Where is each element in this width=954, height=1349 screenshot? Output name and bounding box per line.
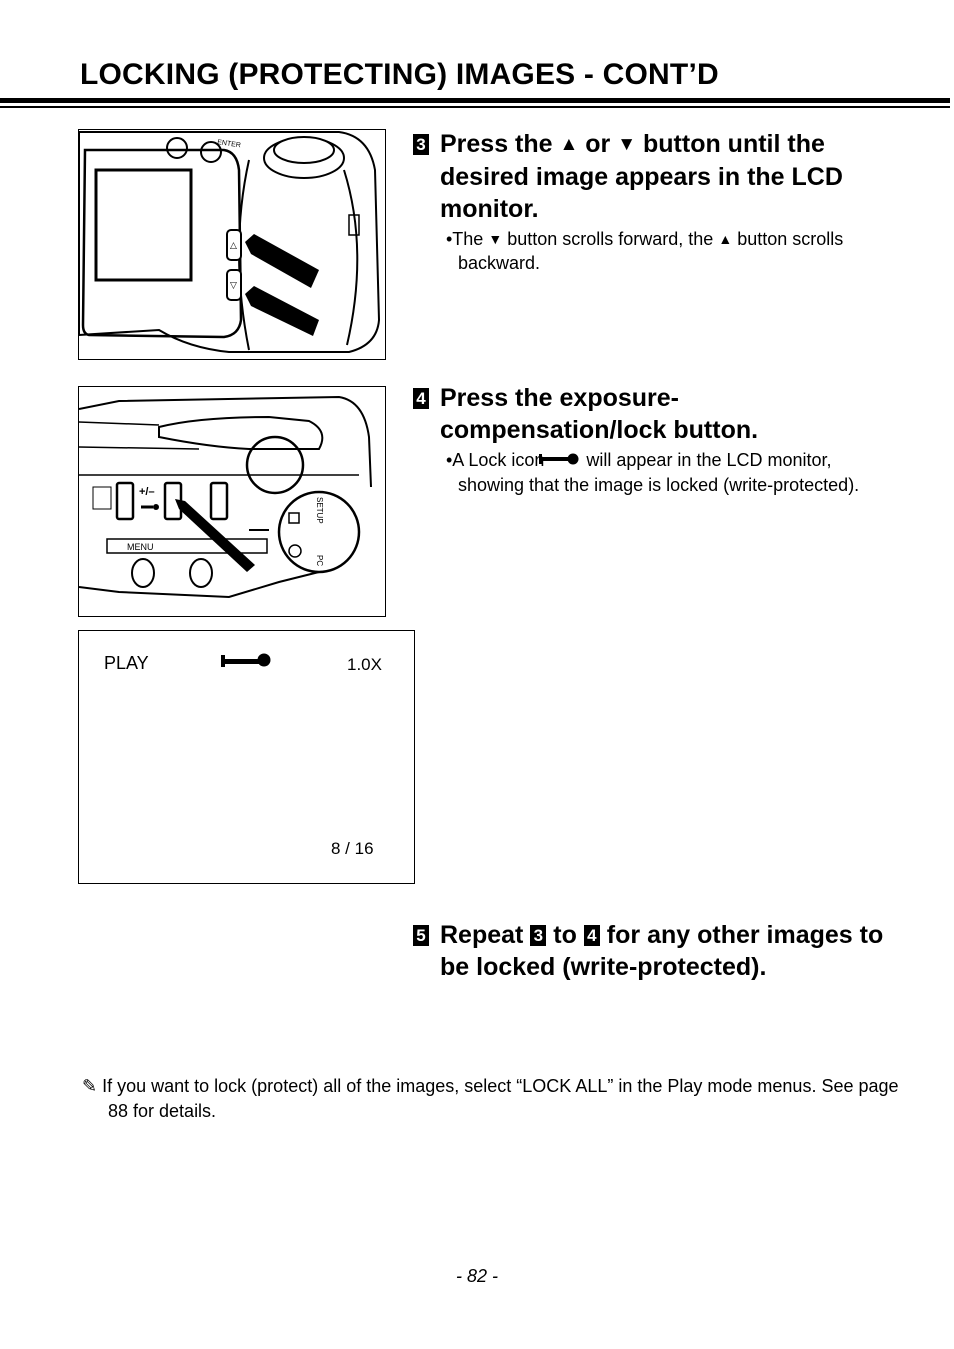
camera-top-illustration: +/– SETUP PC MENU bbox=[78, 386, 386, 617]
step-3-heading-or: or bbox=[585, 130, 611, 158]
lock-icon bbox=[539, 449, 581, 473]
setup-label: SETUP bbox=[315, 497, 324, 524]
step-number-badge: 3 bbox=[413, 134, 429, 155]
up-triangle-icon: ▲ bbox=[718, 231, 733, 247]
down-triangle-icon: ▼ bbox=[617, 134, 637, 155]
page-title: LOCKING (PROTECTING) IMAGES - CONT’D bbox=[80, 58, 719, 91]
step-4-bullet: •A Lock icon will appear in the LCD moni… bbox=[413, 448, 893, 497]
step-3-bullet-text-1: •The bbox=[446, 229, 484, 249]
step-5-heading-repeat: Repeat bbox=[440, 921, 524, 949]
step-number-badge: 5 bbox=[413, 925, 429, 946]
enter-label: ENTER bbox=[217, 139, 241, 149]
lock-button-arrow bbox=[175, 499, 255, 572]
step-5: 5 Repeat 3 to 4 for any other images to … bbox=[413, 919, 893, 983]
step-5-heading: 5 Repeat 3 to 4 for any other images to … bbox=[413, 919, 893, 983]
camera-back-drawing: ENTER △ ▽ bbox=[79, 131, 381, 353]
step-4-bullet-text-2: will appear in the LCD monitor, showing … bbox=[458, 450, 860, 496]
camera-top-drawing: +/– SETUP PC MENU bbox=[79, 395, 372, 599]
title-rule-thin bbox=[0, 106, 950, 108]
arrow-down-indicator bbox=[245, 286, 319, 336]
step-3-bullet-text-3: button scrolls backward. bbox=[458, 229, 844, 273]
step-5-heading-to: to bbox=[553, 921, 577, 949]
page-number: - 82 - bbox=[455, 1266, 498, 1286]
step-number-badge: 4 bbox=[413, 388, 429, 409]
lcd-frame-count: 8 / 16 bbox=[331, 839, 374, 858]
title-rule-thick bbox=[0, 98, 950, 103]
step-3-heading-text-1: Press the bbox=[440, 130, 553, 158]
up-button-glyph: △ bbox=[230, 240, 237, 250]
down-button-glyph: ▽ bbox=[230, 280, 237, 290]
lcd-lock-icon bbox=[221, 651, 273, 674]
lcd-zoom-level: 1.0X bbox=[347, 655, 382, 674]
step-4: 4 Press the exposure-compensation/lock b… bbox=[413, 382, 893, 497]
arrow-up-indicator bbox=[245, 234, 319, 288]
down-triangle-icon: ▼ bbox=[488, 231, 503, 247]
lcd-mode-label: PLAY bbox=[104, 653, 149, 673]
note: ✎ If you want to lock (protect) all of t… bbox=[82, 1074, 908, 1124]
step-4-bullet-text-1: •A Lock icon bbox=[446, 450, 545, 470]
step-3: 3 Press the ▲ or ▼ button until the desi… bbox=[413, 128, 893, 275]
note-text: If you want to lock (protect) all of the… bbox=[102, 1076, 899, 1121]
step-3-heading: 3 Press the ▲ or ▼ button until the desi… bbox=[413, 128, 893, 225]
camera-back-illustration: ENTER △ ▽ bbox=[78, 129, 386, 360]
step-3-bullet-text-2: button scrolls forward, the bbox=[507, 229, 714, 249]
menu-label: MENU bbox=[127, 542, 154, 552]
step-3-bullet: •The ▼ button scrolls forward, the ▲ but… bbox=[413, 227, 893, 275]
pencil-icon: ✎ bbox=[82, 1076, 98, 1096]
pc-label: PC bbox=[315, 555, 324, 566]
svg-text:+/–: +/– bbox=[139, 486, 155, 498]
up-triangle-icon: ▲ bbox=[559, 134, 579, 155]
step-reference-badge: 3 bbox=[530, 925, 547, 946]
step-5-heading-rest: for any other images to be locked (write… bbox=[440, 921, 884, 981]
step-3-heading-text-2: button until the desired image appears i… bbox=[440, 130, 843, 223]
lcd-monitor-display: PLAY 1.0X 8 / 16 bbox=[78, 630, 415, 884]
step-reference-badge: 4 bbox=[583, 925, 600, 946]
step-4-heading-text: Press the exposure-compensation/lock but… bbox=[440, 384, 759, 444]
step-4-heading: 4 Press the exposure-compensation/lock b… bbox=[413, 382, 893, 446]
